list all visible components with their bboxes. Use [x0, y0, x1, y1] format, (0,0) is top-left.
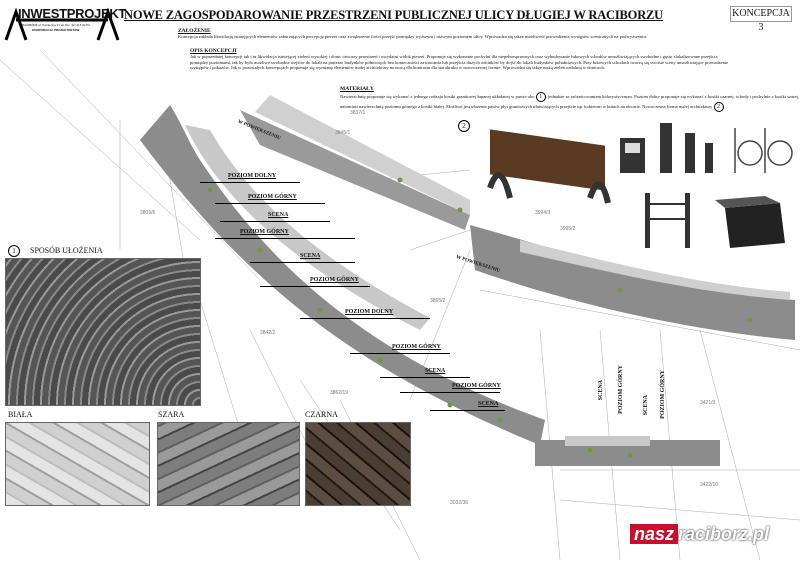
bin-icon — [620, 138, 645, 173]
parcel-number: 3805/6 — [140, 210, 156, 216]
upper-level-curved — [185, 125, 430, 330]
planter-box-icon — [715, 196, 785, 248]
logo-address: RACIBÓRZ ul. Kamienna 21 tel./fax. 32/ 4… — [22, 23, 90, 27]
level-label: SCENA — [478, 401, 499, 407]
logo-name: INWESTPROJEKT — [18, 6, 127, 21]
text-opis: Jak w poprzedniej koncepcji tak i tu lik… — [190, 54, 729, 71]
level-label-vertical: SCENA — [643, 395, 649, 416]
parcel-number: 3032/36 — [450, 500, 469, 506]
stone-label: CZARNA — [305, 410, 338, 419]
street-upper-fill — [255, 95, 470, 215]
black-stone-photo — [305, 422, 411, 506]
watermark-part2: raciborz.pl — [678, 524, 770, 544]
heading-materialy: MATERIAŁY — [340, 86, 374, 92]
section-opis: OPIS KONCEPCJI Jak w poprzedniej koncepc… — [190, 48, 735, 71]
street-lower — [535, 440, 720, 466]
level-label: POZIOM GÓRNY — [392, 344, 441, 350]
parcel-number: 3862/19 — [330, 390, 349, 396]
text-materialy-2: , jednakże ze zróżnicowaniem kolorystycz… — [340, 94, 800, 109]
parcel-number: 3837/1 — [350, 110, 366, 116]
section-zalozenie: ZAŁOŻENIE Koncepcja zakłada likwidację i… — [178, 28, 798, 40]
parcel-number: 3994/3 — [535, 210, 551, 216]
upper-level-right — [520, 240, 790, 300]
logo-tagline: KORPORACJA PROJEKTANTÓW — [32, 28, 80, 32]
parcel-number: 3865/2 — [430, 298, 446, 304]
bike-rack-icon — [734, 128, 793, 173]
company-logo: INWESTPROJEKT RACIBÓRZ ul. Kamienna 21 t… — [4, 6, 126, 42]
level-label: POZIOM GÓRNY — [248, 194, 297, 200]
text-materialy-1: Nawierzchnię proponuje się wykonać z jed… — [340, 94, 535, 99]
heading-zalozenie: ZAŁOŻENIE — [178, 28, 211, 34]
section-materialy: MATERIAŁY Nawierzchnię proponuje się wyk… — [340, 86, 800, 112]
level-arrow — [300, 318, 430, 319]
level-arrow — [220, 221, 330, 222]
laying-caption: SPOSÓB UŁOŻENIA — [30, 246, 103, 255]
scene-lower — [565, 436, 650, 446]
level-label: POZIOM GÓRNY — [452, 383, 501, 389]
logo-figure-icon — [4, 7, 120, 41]
parcel-number: 3995/2 — [560, 226, 576, 232]
ref-marker-2: 2 — [713, 102, 724, 112]
text-zalozenie: Koncepcja zakłada likwidację istniejącyc… — [178, 34, 648, 39]
bench-icon — [487, 129, 611, 204]
level-label-vertical: POZIOM GÓRNY — [618, 365, 624, 414]
parcel-number: 3845/1 — [335, 130, 351, 136]
level-arrow — [260, 286, 370, 287]
level-arrow — [215, 203, 325, 204]
level-arrow — [250, 262, 355, 263]
white-stone-photo — [5, 422, 150, 506]
level-label: SCENA — [300, 253, 321, 259]
planters — [207, 177, 753, 458]
level-label: SCENA — [268, 212, 289, 218]
parcel-number: 3842/2 — [260, 330, 276, 336]
laying-marker: 1 — [8, 245, 20, 257]
level-label: POZIOM GÓRNY — [240, 229, 289, 235]
ref-marker-1: 1 — [535, 92, 546, 102]
bollard-icon — [660, 123, 713, 173]
level-arrow — [200, 182, 300, 183]
stone-label: BIAŁA — [8, 410, 33, 419]
street-curved — [140, 105, 545, 445]
fan-pattern-photo — [5, 258, 201, 406]
furniture-marker: 2 — [458, 120, 470, 132]
concept-badge: KONCEPCJA 3 — [730, 6, 792, 33]
level-arrow — [400, 392, 500, 393]
stone-label: SZARA — [158, 410, 185, 419]
watermark-part1: nasz — [630, 524, 679, 544]
parcel-number: 3421/3 — [700, 400, 716, 406]
level-label-vertical: POZIOM GÓRNY — [660, 370, 666, 419]
page-title: NOWE ZAGOSPODAROWANIE PRZESTRZENI PUBLIC… — [124, 8, 663, 22]
parcel-number: 3422/10 — [700, 482, 719, 488]
heading-opis: OPIS KONCEPCJI — [190, 48, 237, 54]
level-label: POZIOM DOLNY — [228, 173, 277, 179]
level-label-vertical: SCENA — [598, 380, 604, 401]
street-upper-segment — [240, 110, 470, 230]
level-arrow — [350, 353, 450, 354]
level-arrow — [215, 238, 355, 239]
level-label: POZIOM DOLNY — [345, 309, 394, 315]
level-arrow — [380, 377, 470, 378]
level-label: POZIOM GÓRNY — [310, 277, 359, 283]
level-label: SCENA — [425, 368, 446, 374]
railing-icon — [645, 193, 690, 248]
level-arrow — [430, 410, 505, 411]
grey-stone-photo — [157, 422, 300, 506]
furniture-images — [487, 123, 793, 248]
